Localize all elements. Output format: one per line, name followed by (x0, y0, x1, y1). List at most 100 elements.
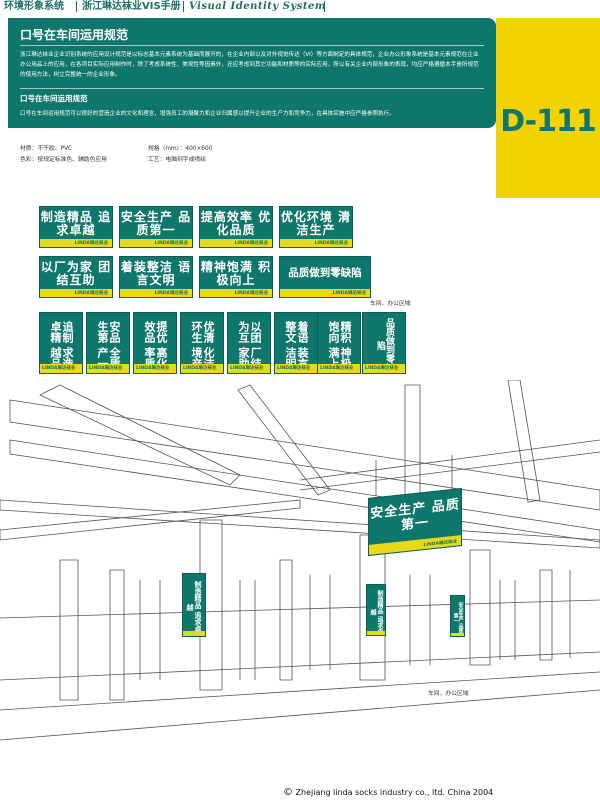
slogan-sign-vertical: 安品 全质 生第 产一 LINDA琳达袜业 (86, 312, 130, 374)
sign-strip: LINDA琳达袜业 (318, 364, 360, 373)
slogan-sign-vertical: 以团 厂结 为互 家助 LINDA琳达袜业 (227, 312, 271, 374)
slogan-sign-vertical: 品质做到零缺陷 LINDA琳达袜业 (362, 312, 406, 374)
manual-title: 浙江琳达袜业VIS手册 (82, 1, 181, 12)
logo: LINDA琳达袜业 (320, 366, 354, 371)
logo: LINDA琳达袜业 (277, 366, 311, 371)
spec-material: 材质：不干胶、PVC (20, 146, 73, 152)
sign-text: 安全生产 品质第一 (452, 602, 464, 634)
sign-text: 以厂为家 团结互助 (40, 260, 112, 287)
sign-strip: LINDA琳达袜业 (363, 364, 405, 373)
logo: LINDA琳达袜业 (423, 539, 457, 549)
sign-strip: LINDA琳达袜业 (280, 239, 352, 247)
sign-strip: LINDA琳达袜业 (120, 239, 192, 247)
sign-text: 品质做到零缺陷 (375, 318, 394, 372)
sign-text: 着装整洁 语言文明 (120, 260, 192, 287)
sign-strip: LINDA琳达袜业 (275, 364, 317, 373)
logo: LINDA琳达袜业 (42, 366, 76, 371)
page-code: D-111 (500, 104, 597, 139)
sign-text: 精积 神极 饱向 满上 (327, 321, 352, 369)
slogan-sign-vertical: 着语 装言 整文 洁明 LINDA琳达袜业 (274, 312, 318, 374)
logo: LINDA琳达袜业 (74, 241, 108, 246)
logo: LINDA琳达袜业 (136, 366, 170, 371)
sign-strip: LINDA琳达袜业 (120, 289, 192, 297)
sign-text: 安品 全质 生第 产一 (96, 321, 121, 369)
sign-strip: LINDA琳达袜业 (40, 289, 112, 297)
spec-size: 规格（mm）：400×600 (148, 146, 213, 152)
pillar-slogan-sign: 制造精品 追求卓越 (366, 584, 386, 636)
pillar-slogan-sign: 制造精品 追求卓越 (182, 573, 206, 637)
slogan-sign-vertical: 精积 神极 饱向 满上 LINDA琳达袜业 (317, 312, 361, 374)
panel-title: 口号在车间运用规范 (20, 28, 129, 42)
spec-color: 色彩：按规定标准色、辅助色应用 (20, 157, 107, 163)
code-block: D-111 (496, 18, 600, 198)
logo: LINDA琳达袜业 (314, 241, 348, 246)
footer-text: Zhejiang linda socks industry co., ltd. … (295, 788, 494, 797)
sign-text: 精神饱满 积极向上 (200, 260, 272, 287)
logo: LINDA琳达袜业 (365, 366, 399, 371)
slogan-sign-horizontal: 优化环境 清洁生产 LINDA琳达袜业 (279, 206, 353, 248)
panel-body-2: 口号在车间运用规范可以很好的营造企业的文化和理念，增强员工的凝聚力和企业归属感以… (20, 111, 395, 117)
sign-text: 提优 高化 效品 率质 (143, 321, 168, 369)
sign-text: 品质做到零缺陷 (288, 267, 362, 279)
section-title: 环境形象系统 (4, 1, 64, 12)
slogan-sign-horizontal: 安全生产 品质第一 LINDA琳达袜业 (119, 206, 193, 248)
slogan-sign-horizontal: 着装整洁 语言文明 LINDA琳达袜业 (119, 256, 193, 298)
workshop-illustration (0, 380, 600, 741)
sign-strip: LINDA琳达袜业 (40, 364, 82, 373)
pillar-slogan-sign: 安全生产 品质第一 (450, 595, 465, 637)
logo: LINDA琳达袜业 (183, 366, 217, 371)
sign-strip: LINDA琳达袜业 (87, 364, 129, 373)
sign-text: 安全生产 品质第一 (370, 497, 460, 534)
logo: LINDA琳达袜业 (154, 241, 188, 246)
sign-text: 追制 求造 卓精 越品 (49, 321, 74, 369)
sign-strip: LINDA琳达袜业 (200, 289, 272, 297)
description-panel: 口号在车间运用规范 浙江琳达袜业企业识别系统的应用设计规范是以标志基本元素系统为… (8, 18, 496, 128)
panel-body: 浙江琳达袜业企业识别系统的应用设计规范是以标志基本元素系统为基础而展开的，在企业… (20, 52, 479, 78)
divider (183, 1, 184, 12)
footer-copyright: © Zhejiang linda socks industry co., ltd… (283, 787, 493, 798)
sign-text: 着语 装言 整文 洁明 (284, 321, 309, 369)
sign-strip: LINDA琳达袜业 (228, 364, 270, 373)
panel-rule (20, 45, 484, 46)
slogan-sign-vertical: 提优 高化 效品 率质 LINDA琳达袜业 (133, 312, 177, 374)
hanging-slogan-sign: 安全生产 品质第一 LINDA琳达袜业 (368, 488, 462, 556)
slogan-sign-horizontal: 制造精品 追求卓越 LINDA琳达袜业 (39, 206, 113, 248)
sign-text: 安全生产 品质第一 (120, 210, 192, 237)
panel-subtitle: 口号在车间运用规范 (20, 94, 88, 103)
sign-text: 优化环境 清洁生产 (280, 210, 352, 237)
sign-text: 制造精品 追求卓越 (40, 210, 112, 237)
sign-text: 提高效率 优化品质 (200, 210, 272, 237)
sign-text: 以团 厂结 为互 家助 (237, 321, 262, 369)
system-title: Visual Identity System (189, 1, 326, 12)
spec-process: 工艺：电脑刻字或喷绘 (148, 157, 206, 163)
divider (324, 1, 325, 12)
sign-strip (367, 631, 385, 635)
sign-strip: LINDA琳达袜业 (134, 364, 176, 373)
logo: LINDA琳达袜业 (230, 366, 264, 371)
sign-strip (183, 631, 205, 636)
logo: LINDA琳达袜业 (74, 291, 108, 296)
slogan-sign-vertical: 追制 求造 卓精 越品 LINDA琳达袜业 (39, 312, 83, 374)
sign-strip (451, 633, 464, 636)
sign-text: 优清 化洁 环生 境产 (190, 321, 215, 369)
sign-strip: LINDA琳达袜业 (181, 364, 223, 373)
slogan-sign-horizontal: 精神饱满 积极向上 LINDA琳达袜业 (199, 256, 273, 298)
area-caption: 车间、办公区域 (370, 301, 411, 307)
logo: LINDA琳达袜业 (234, 291, 268, 296)
copyright-symbol: © (283, 787, 293, 798)
logo: LINDA琳达袜业 (332, 291, 366, 296)
top-title-bar: 环境形象系统 浙江琳达袜业VIS手册 Visual Identity Syste… (0, 0, 600, 14)
slogan-sign-horizontal: 品质做到零缺陷 LINDA琳达袜业 (279, 256, 371, 298)
sign-text: 制造精品 追求卓越 (186, 581, 202, 633)
area-caption: 车间、办公区域 (428, 691, 469, 697)
slogan-sign-horizontal: 以厂为家 团结互助 LINDA琳达袜业 (39, 256, 113, 298)
logo: LINDA琳达袜业 (234, 241, 268, 246)
logo: LINDA琳达袜业 (89, 366, 123, 371)
sign-strip: LINDA琳达袜业 (40, 239, 112, 247)
slogan-sign-vertical: 优清 化洁 环生 境产 LINDA琳达袜业 (180, 312, 224, 374)
sign-strip: LINDA琳达袜业 (200, 239, 272, 247)
divider (76, 1, 77, 12)
logo: LINDA琳达袜业 (154, 291, 188, 296)
slogan-sign-horizontal: 提高效率 优化品质 LINDA琳达袜业 (199, 206, 273, 248)
sign-text: 制造精品 追求卓越 (369, 589, 383, 635)
